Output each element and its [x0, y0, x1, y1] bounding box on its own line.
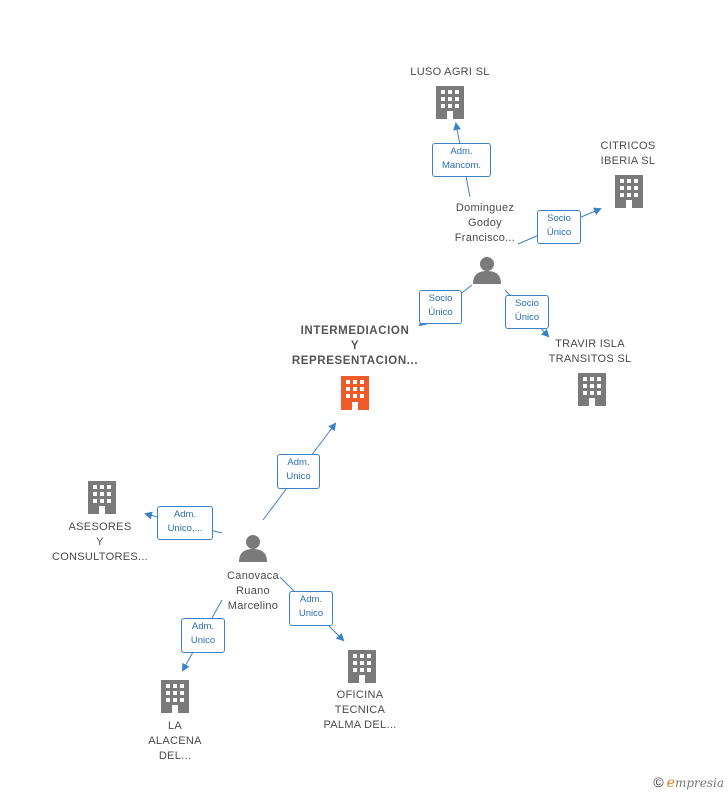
building-icon[interactable]	[348, 650, 376, 683]
brand-first-letter: e	[666, 775, 675, 791]
node-travir-isla[interactable]: TRAVIR ISLA TRANSITOS SL	[548, 338, 632, 365]
copyright-icon: ©	[653, 774, 664, 790]
building-icon[interactable]	[88, 481, 116, 514]
edge-label-socio-intermediacion: Socio Único	[419, 290, 462, 324]
building-icon[interactable]	[161, 680, 189, 713]
node-dominguez[interactable]: Dominguez Godoy Francisco...	[454, 202, 516, 244]
node-luso-agri[interactable]: LUSO AGRI SL	[410, 66, 490, 78]
footer-brand: ©empresia	[653, 774, 724, 791]
node-intermediacion[interactable]: INTERMEDIACION Y REPRESENTACION...	[291, 325, 419, 367]
edge-label-socio-travir: Socio Único	[505, 295, 549, 329]
edge-label-adm-oficina: Adm. Unico	[289, 591, 333, 626]
edge-label-socio-citricos: Socio Único	[537, 210, 581, 244]
node-la-alacena[interactable]: LA ALACENA DEL...	[148, 720, 202, 762]
node-oficina-tecnica[interactable]: OFICINA TECNICA PALMA DEL...	[323, 689, 397, 731]
building-icon[interactable]	[578, 373, 606, 406]
edge-label-adm-alacena: Adm. Unico	[181, 618, 225, 653]
edge-label-adm-intermediacion: Adm. Unico	[277, 454, 320, 489]
edge-label-adm-asesores: Adm. Unico,...	[157, 506, 213, 540]
node-canovaca[interactable]: Canovaca Ruano Marcelino	[227, 570, 279, 612]
main-building-icon[interactable]	[341, 376, 369, 410]
edge-label-adm-mancom: Adm. Mancom.	[432, 143, 491, 177]
node-citricos-iberia[interactable]: CITRICOS IBERIA SL	[600, 140, 656, 167]
person-icon[interactable]	[473, 257, 501, 284]
building-icon[interactable]	[615, 175, 643, 208]
brand-name: mpresia	[674, 776, 724, 790]
building-icon[interactable]	[436, 86, 464, 119]
person-icon[interactable]	[239, 535, 267, 562]
node-asesores[interactable]: ASESORES Y CONSULTORES...	[51, 521, 149, 563]
